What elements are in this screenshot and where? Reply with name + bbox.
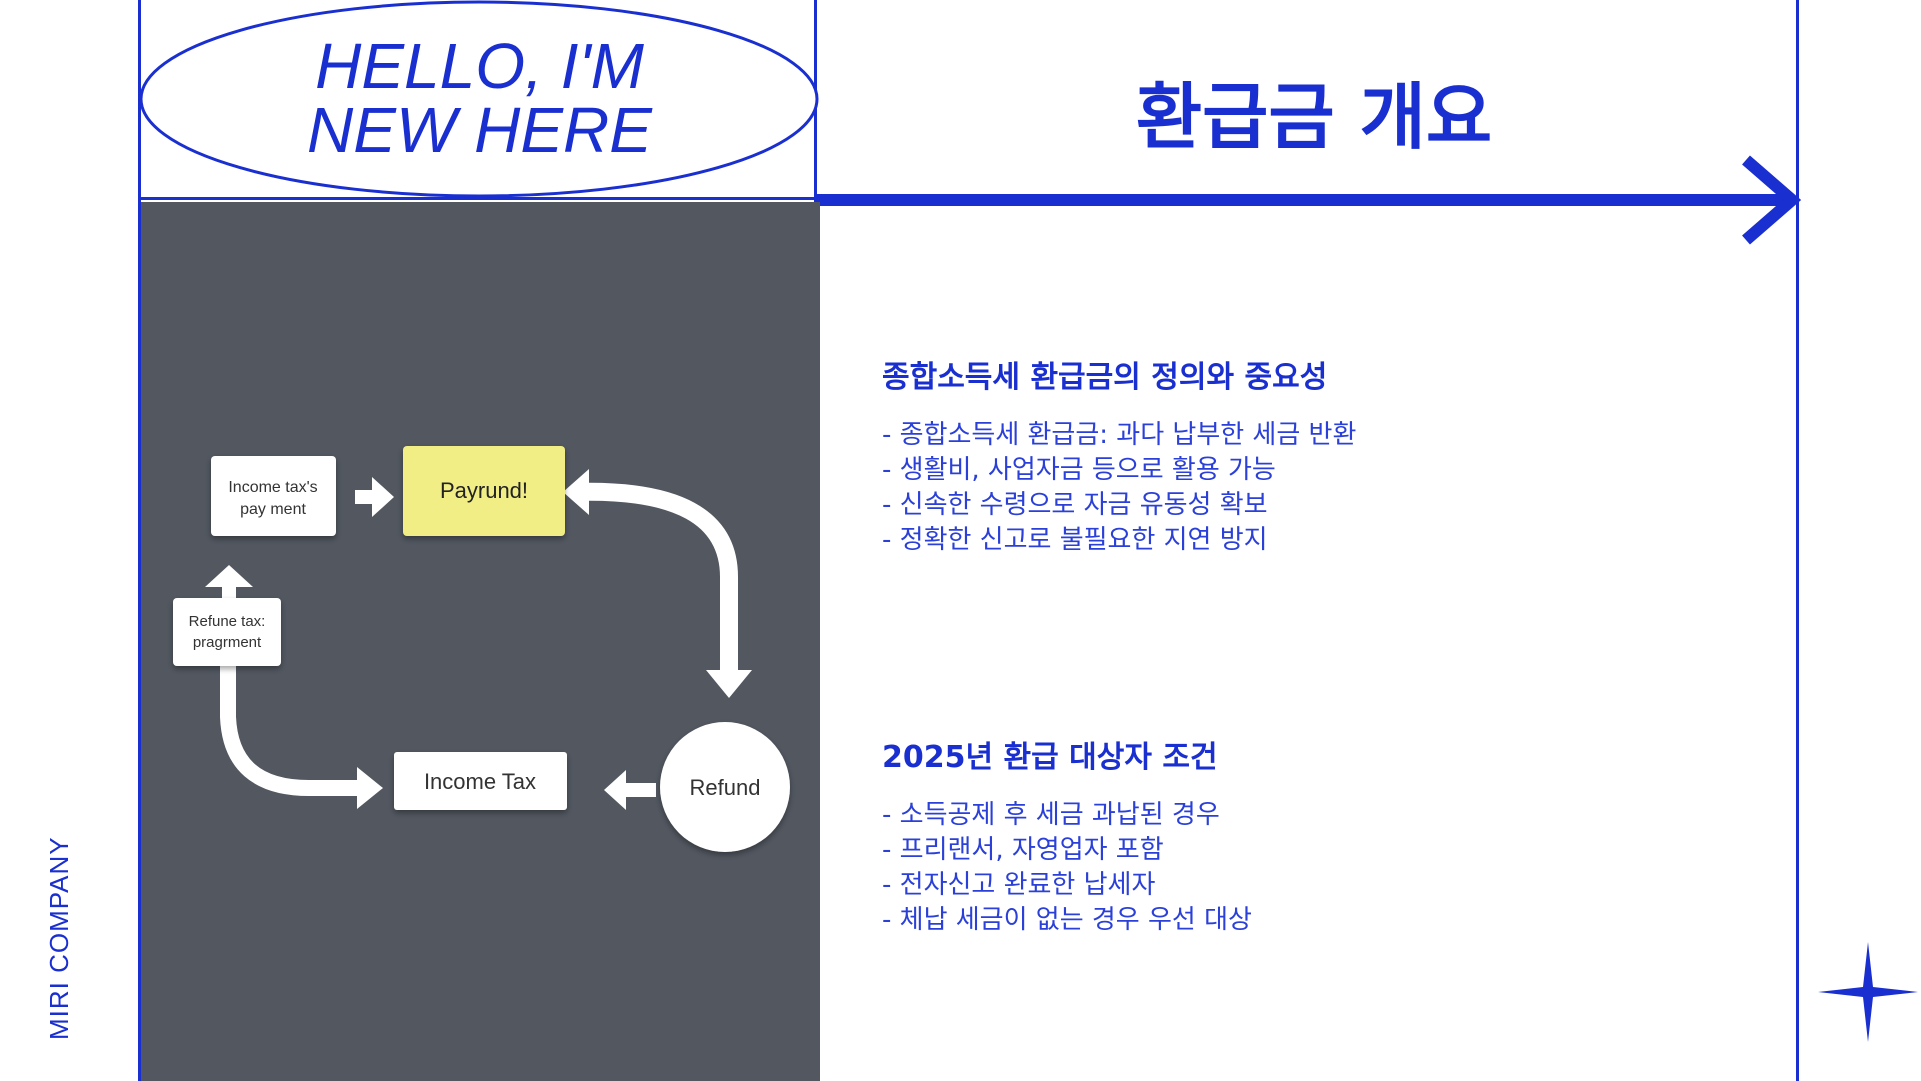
curved-arrow-icon [220, 662, 383, 809]
section-definition: 종합소득세 환급금의 정의와 중요성 - 종합소득세 환급금: 과다 납부한 세… [882, 352, 1356, 558]
payrund-label: Payrund! [440, 478, 528, 503]
section-list: - 소득공제 후 세금 과납된 경우 - 프리랜서, 자영업자 포함 - 전자신… [882, 798, 1252, 938]
arrow-right-icon [814, 155, 1802, 245]
refund-circle [660, 722, 790, 852]
header-divider [138, 197, 817, 200]
refund-cycle-diagram: Income tax's pay ment Payrund! Refune ta… [173, 446, 790, 852]
payment-label-line2: pay ment [240, 501, 306, 518]
refune-label-line1: Refune tax: [189, 613, 266, 630]
refune-label-line2: pragrment [193, 634, 262, 651]
arrow-left-icon [604, 770, 656, 810]
section-eligibility: 2025년 환급 대상자 조건 - 소득공제 후 세금 과납된 경우 - 프리랜… [882, 732, 1252, 938]
hello-badge: HELLO, I'M NEW HERE [138, 0, 821, 200]
arrow-up-icon [205, 565, 253, 598]
frame-line-left [138, 0, 141, 1081]
diagram-panel: Income tax's pay ment Payrund! Refune ta… [141, 202, 820, 1081]
curved-arrow-icon [563, 469, 752, 698]
hello-ellipse [139, 0, 819, 198]
list-item: - 체납 세금이 없는 경우 우선 대상 [882, 905, 1252, 935]
refund-label: Refund [690, 775, 761, 800]
list-item: - 전자신고 완료한 납세자 [882, 870, 1156, 900]
hello-line-1: HELLO, I'M [315, 30, 644, 102]
payment-box [211, 456, 336, 536]
income-tax-box [394, 752, 567, 810]
refune-box [173, 598, 281, 666]
list-item: - 종합소득세 환급금: 과다 납부한 세금 반환 [882, 420, 1357, 450]
list-item: - 소득공제 후 세금 과납된 경우 [882, 800, 1220, 830]
arrow-right-icon [355, 477, 394, 517]
four-point-star-icon [1818, 942, 1918, 1042]
section-heading: 2025년 환급 대상자 조건 [882, 740, 1218, 775]
brand-label: MIRI COMPANY [44, 836, 74, 1040]
income-tax-label: Income Tax [424, 769, 536, 794]
section-list: - 종합소득세 환급금: 과다 납부한 세금 반환 - 생활비, 사업자금 등으… [882, 418, 1356, 558]
section-heading: 종합소득세 환급금의 정의와 중요성 [882, 360, 1328, 395]
page-title: 환급금 개요 [1135, 75, 1493, 159]
frame-line-right [1796, 0, 1799, 1081]
hello-line-2: NEW HERE [307, 94, 652, 166]
payrund-box [403, 446, 565, 536]
payment-label-line1: Income tax's [228, 479, 317, 496]
list-item: - 생활비, 사업자금 등으로 활용 가능 [882, 455, 1276, 485]
list-item: - 정확한 신고로 불필요한 지연 방지 [882, 525, 1268, 555]
hello-text: HELLO, I'M NEW HERE [138, 34, 821, 162]
list-item: - 프리랜서, 자영업자 포함 [882, 835, 1164, 865]
list-item: - 신속한 수령으로 자금 유동성 확보 [882, 490, 1268, 520]
